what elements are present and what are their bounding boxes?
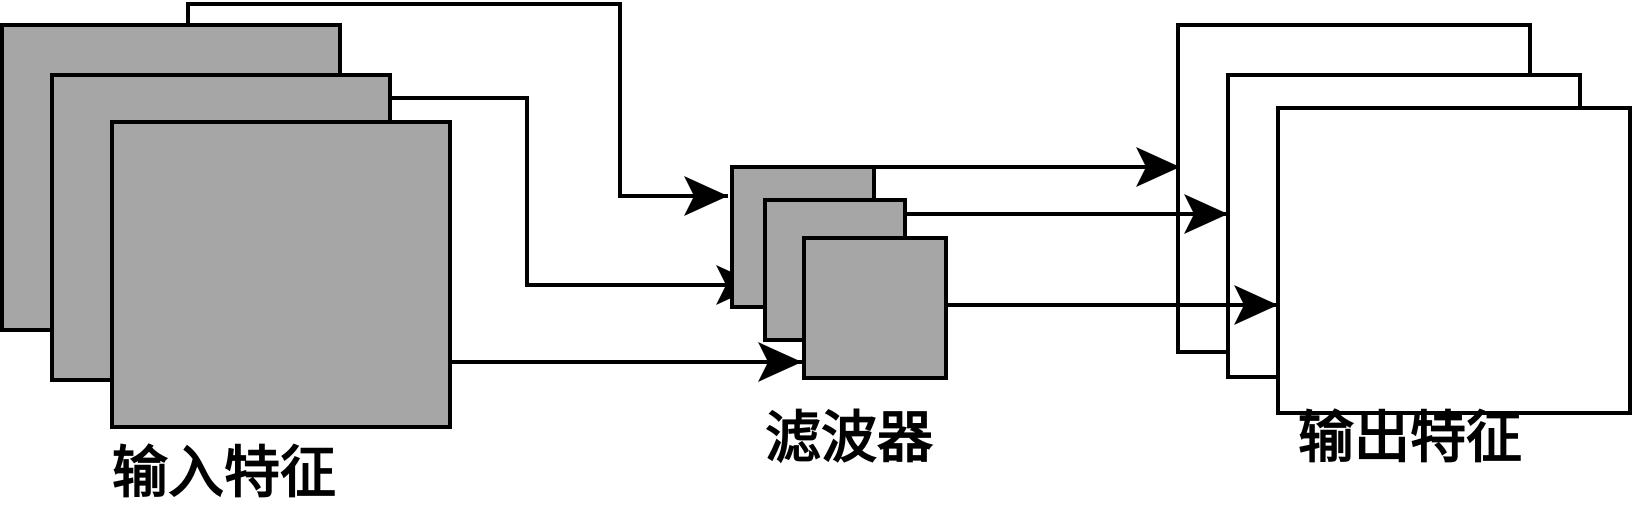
filters: [730, 165, 948, 380]
connector-input-2-filter-2: [390, 96, 760, 305]
input-map-3: [110, 120, 452, 429]
input-feature-maps: [0, 23, 452, 429]
output-features-label: 输出特征: [1298, 405, 1522, 471]
filter-to-output-connectors: [874, 147, 1278, 325]
output-map-3: [1276, 106, 1632, 415]
input-features-label: 输入特征: [112, 440, 336, 506]
filter-3: [802, 236, 948, 380]
filters-label: 滤波器: [765, 405, 933, 471]
connector-input-1-filter-1: [186, 2, 728, 216]
output-feature-maps: [1176, 23, 1632, 415]
input-to-filter-connectors: [186, 2, 802, 382]
